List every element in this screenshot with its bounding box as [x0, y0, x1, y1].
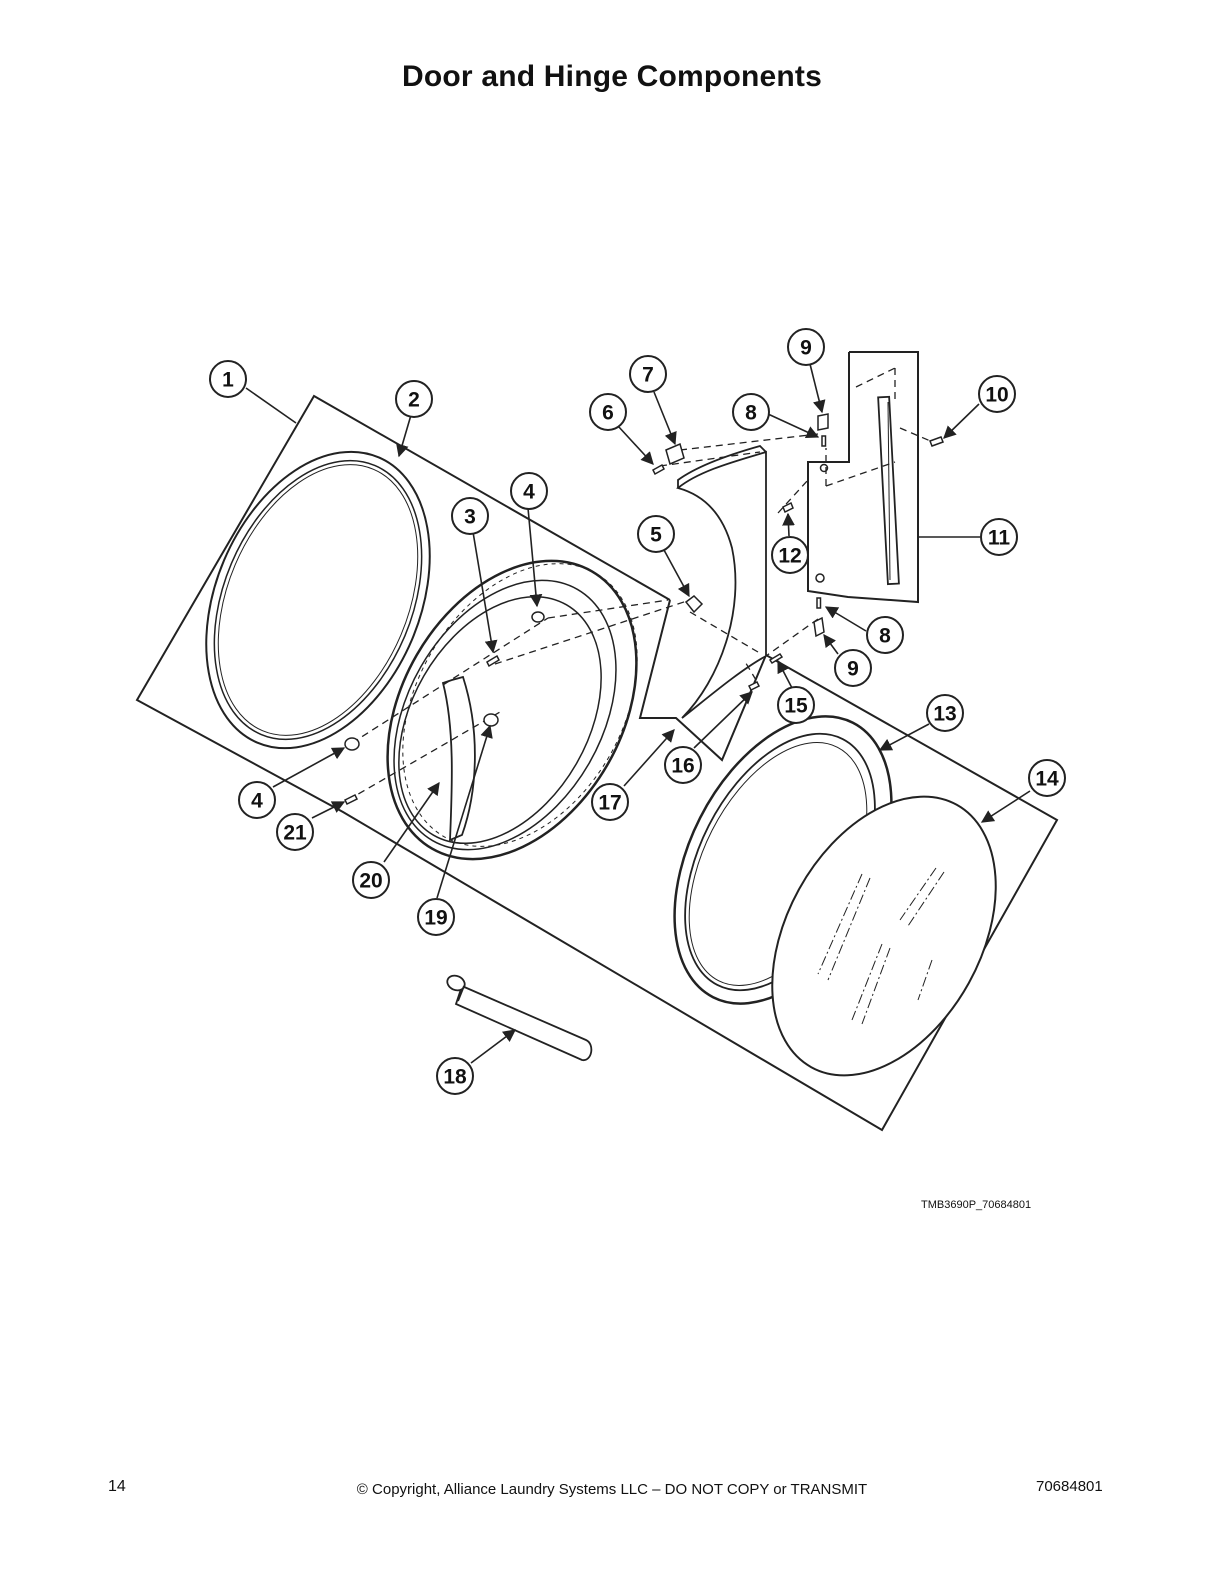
- callout-2: 2: [395, 380, 433, 418]
- callout-label: 12: [778, 545, 801, 568]
- callout-label: 8: [745, 402, 757, 425]
- callout-label: 2: [408, 389, 420, 412]
- screw-part-12: [782, 501, 794, 514]
- callout-label: 5: [650, 524, 662, 547]
- callout-19: 19: [417, 898, 455, 936]
- screw-part-6: [652, 463, 665, 476]
- callout-label: 9: [800, 337, 812, 360]
- screw-part-21: [343, 793, 359, 806]
- page-number: 14: [108, 1478, 126, 1495]
- callout-16: 16: [664, 746, 702, 784]
- screw-part-3: [486, 654, 500, 668]
- callout-9: 9: [834, 649, 872, 687]
- nut-part-19: [483, 713, 499, 727]
- document-number: 70684801: [1036, 1478, 1103, 1495]
- clip-part-5: [684, 595, 704, 614]
- callout-label: 19: [424, 907, 447, 930]
- screw-part-16: [747, 680, 761, 692]
- callout-20: 20: [352, 861, 390, 899]
- callout-label: 10: [985, 384, 1008, 407]
- callout-label: 3: [464, 506, 476, 529]
- callout-21: 21: [276, 813, 314, 851]
- callout-label: 4: [251, 790, 263, 813]
- callout-label: 8: [879, 625, 891, 648]
- copyright-notice: © Copyright, Alliance Laundry Systems LL…: [356, 1481, 868, 1498]
- callout-12: 12: [771, 536, 809, 574]
- callout-label: 14: [1035, 768, 1059, 791]
- callout-8: 8: [732, 393, 770, 431]
- callout-17: 17: [591, 783, 629, 821]
- callout-label: 6: [602, 402, 614, 425]
- callout-5: 5: [637, 515, 675, 553]
- page-title: Door and Hinge Components: [402, 60, 822, 93]
- callout-label: 15: [784, 695, 808, 718]
- callout-10: 10: [978, 375, 1016, 413]
- door-gasket-part-2: [205, 450, 431, 750]
- callout-9: 9: [787, 328, 825, 366]
- callout-label: 16: [671, 755, 694, 778]
- callout-label: 1: [222, 369, 234, 392]
- block-part-9-lower: [813, 616, 825, 638]
- callout-label: 21: [283, 822, 307, 845]
- callout-label: 4: [523, 481, 535, 504]
- callout-3: 3: [451, 497, 489, 535]
- rod-part-18: [446, 974, 593, 1061]
- callout-1: 1: [209, 360, 247, 398]
- nut-part-4-upper: [531, 611, 545, 623]
- assembly-lines: [347, 367, 936, 801]
- callout-15: 15: [777, 686, 815, 724]
- door-outer-ring: [386, 559, 638, 861]
- pin-part-8-lower: [816, 597, 822, 609]
- callout-label: 20: [359, 870, 382, 893]
- hinge-bracket-part-17: [676, 444, 767, 719]
- pin-part-15: [768, 652, 784, 665]
- door-handle-part-20: [441, 675, 476, 842]
- callout-14: 14: [1028, 759, 1066, 797]
- callout-7: 7: [629, 355, 667, 393]
- leader-lines: [245, 363, 1031, 1064]
- pin-part-8-upper: [821, 435, 827, 447]
- bracket-part-7: [665, 442, 685, 466]
- callout-4: 4: [510, 472, 548, 510]
- screw-part-10: [929, 436, 944, 447]
- callout-label: 9: [847, 658, 859, 681]
- callout-13: 13: [926, 694, 964, 732]
- figure-code: TMB3690P_70684801: [921, 1199, 1032, 1211]
- callout-label: 17: [598, 792, 621, 815]
- block-part-9-upper: [817, 413, 829, 431]
- hardware-parts: [343, 413, 944, 806]
- callout-label: 13: [933, 703, 956, 726]
- glass-window-part-14: [771, 795, 997, 1077]
- callout-6: 6: [589, 393, 627, 431]
- callout-label: 11: [988, 527, 1011, 550]
- callout-4: 4: [238, 781, 276, 819]
- callout-18: 18: [436, 1057, 474, 1095]
- callout-label: 18: [443, 1066, 467, 1089]
- callout-8: 8: [866, 616, 904, 654]
- callout-label: 7: [642, 364, 654, 387]
- left-assembly-panel-outline: [135, 394, 1059, 1132]
- nut-part-4-lower: [344, 737, 360, 751]
- callout-11: 11: [980, 518, 1018, 556]
- hinge-plate-part-11: [807, 351, 919, 604]
